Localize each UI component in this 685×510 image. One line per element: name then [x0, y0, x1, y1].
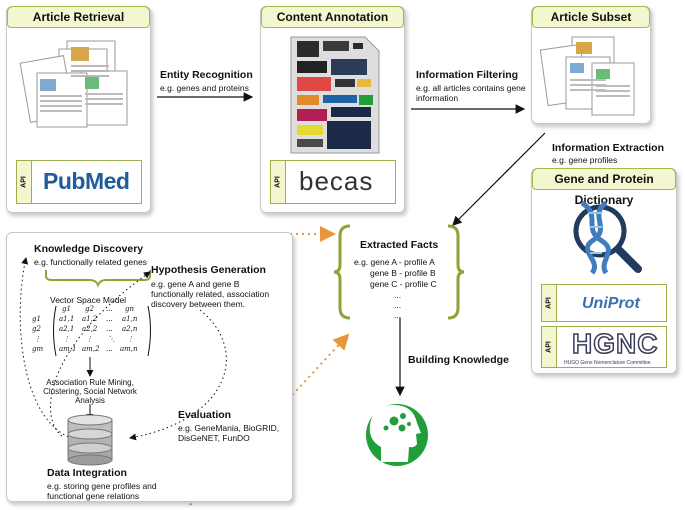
entity-recognition-sub: e.g. genes and proteins	[160, 83, 249, 93]
matrix-col-head: g1	[62, 305, 71, 313]
dictionary-title: Gene and Protein Dictionary	[532, 168, 676, 207]
matrix-col-head: ...	[106, 305, 113, 313]
fact-line-2: gene B - profile B	[370, 268, 436, 278]
association-line-2: Clustering, Social Network	[43, 387, 137, 396]
article-retrieval-panel: Article Retrieval API PubMed	[6, 6, 151, 213]
pubmed-api-box: API PubMed	[16, 160, 142, 204]
matrix-col-head: gn	[125, 305, 134, 313]
matrix-cell: am,n	[120, 345, 138, 353]
matrix-cell: ...	[106, 315, 113, 323]
hypothesis-line-1: e.g. gene A and gene B	[151, 279, 240, 289]
matrix-cell: a2,2	[82, 325, 98, 333]
association-line-1: Association Rule Mining,	[46, 378, 134, 387]
fact-line-1: e.g. gene A - profile A	[354, 257, 435, 267]
database-icon	[67, 414, 113, 466]
content-annotation-panel: Content Annotation API becas	[260, 6, 405, 213]
data-integration-line-2: functional gene relations	[47, 491, 140, 501]
becas-api-box: API becas	[270, 160, 396, 204]
matrix-row-head: g2	[32, 325, 41, 333]
matrix-row-head: g1	[32, 315, 41, 323]
matrix-col-head: g2	[85, 305, 94, 313]
fact-line-6: ...	[394, 310, 402, 320]
annotated-document-icon	[290, 36, 380, 154]
information-extraction-label: Information Extraction	[552, 142, 665, 154]
vector-space-model-label: Vector Space Model	[50, 295, 127, 305]
data-integration-title: Data Integration	[47, 467, 127, 479]
hypothesis-generation-title: Hypothesis Generation	[151, 264, 266, 276]
fact-line-5: ...	[394, 300, 402, 310]
content-annotation-title: Content Annotation	[261, 6, 404, 28]
association-line-3: Analysis	[75, 396, 105, 405]
article-retrieval-title: Article Retrieval	[7, 6, 150, 28]
information-filtering-sub-1: e.g. all articles contains gene	[416, 83, 526, 93]
fact-line-3: gene C - profile C	[370, 279, 437, 289]
matrix-cell: a1,2	[82, 315, 98, 323]
entity-recognition-label: Entity Recognition	[160, 69, 253, 81]
matrix-cell: ...	[106, 345, 113, 353]
documents-stack-icon	[19, 40, 128, 128]
building-knowledge-label: Building Knowledge	[408, 354, 509, 366]
information-extraction-sub: e.g. gene profiles	[552, 155, 618, 165]
api-tab: API	[271, 161, 286, 203]
document-subset-icon	[539, 36, 635, 116]
matrix-cell: am,2	[82, 345, 100, 353]
matrix-cell: a1,1	[59, 315, 75, 323]
matrix-cell: ...	[106, 325, 113, 333]
article-subset-panel: Article Subset	[531, 6, 651, 124]
matrix-cell: ⋮	[127, 335, 134, 343]
matrix-cell: ⋮	[63, 335, 70, 343]
matrix-row-head: gm	[32, 345, 44, 353]
data-integration-line-1: e.g. storing gene profiles and	[47, 481, 157, 491]
fact-line-4: ...	[394, 290, 402, 300]
hypothesis-line-3: discovery between them.	[151, 299, 246, 309]
matrix-cell: am,1	[59, 345, 77, 353]
api-tab: API	[17, 161, 32, 203]
evaluation-line-2: DisGeNET, FunDO	[178, 433, 250, 443]
information-filtering-sub-2: information	[416, 93, 459, 103]
knowledge-discovery-sub: e.g. functionally related genes	[34, 257, 147, 267]
article-subset-title: Article Subset	[532, 6, 650, 28]
gene-protein-dictionary-panel: Gene and Protein Dictionary API UniProt …	[531, 168, 677, 374]
matrix-cell: a2,1	[59, 325, 75, 333]
arrow-subset-to-facts	[452, 132, 546, 226]
extracted-facts-title: Extracted Facts	[360, 239, 439, 251]
vsm-matrix: g1 g2 ... gn g1 g2 ⋮ gm a1,1 a1,2 ... a1…	[30, 305, 160, 357]
matrix-cell: ⋮	[86, 335, 93, 343]
hgnc-logo-caption: HUGO Gene Nomenclature Committee	[564, 360, 651, 366]
api-tab: API	[542, 285, 557, 321]
information-filtering-label: Information Filtering	[416, 69, 519, 81]
matrix-row-head: ⋮	[34, 335, 41, 343]
dna-magnifier-icon	[573, 200, 642, 275]
evaluation-line-1: e.g. GeneMania, BioGRID,	[178, 423, 280, 433]
api-tab: API	[542, 327, 557, 367]
orange-dotted-from-integration	[189, 333, 350, 506]
hgnc-logo: HGNC	[571, 327, 659, 360]
pubmed-logo: PubMed	[43, 168, 130, 194]
matrix-cell: a1,n	[122, 315, 138, 323]
becas-logo: becas	[299, 166, 374, 196]
evaluation-title: Evaluation	[178, 409, 232, 421]
hgnc-api-box: API HGNC HUGO Gene Nomenclature Committe…	[541, 326, 667, 368]
matrix-cell: a2,n	[122, 325, 138, 333]
hypothesis-line-2: functionally related, association	[151, 289, 270, 299]
uniprot-logo: UniProt	[582, 295, 640, 312]
matrix-cell: ⋱	[108, 335, 115, 343]
knowledge-discovery-title: Knowledge Discovery	[34, 243, 144, 255]
uniprot-api-box: API UniProt	[541, 284, 667, 322]
